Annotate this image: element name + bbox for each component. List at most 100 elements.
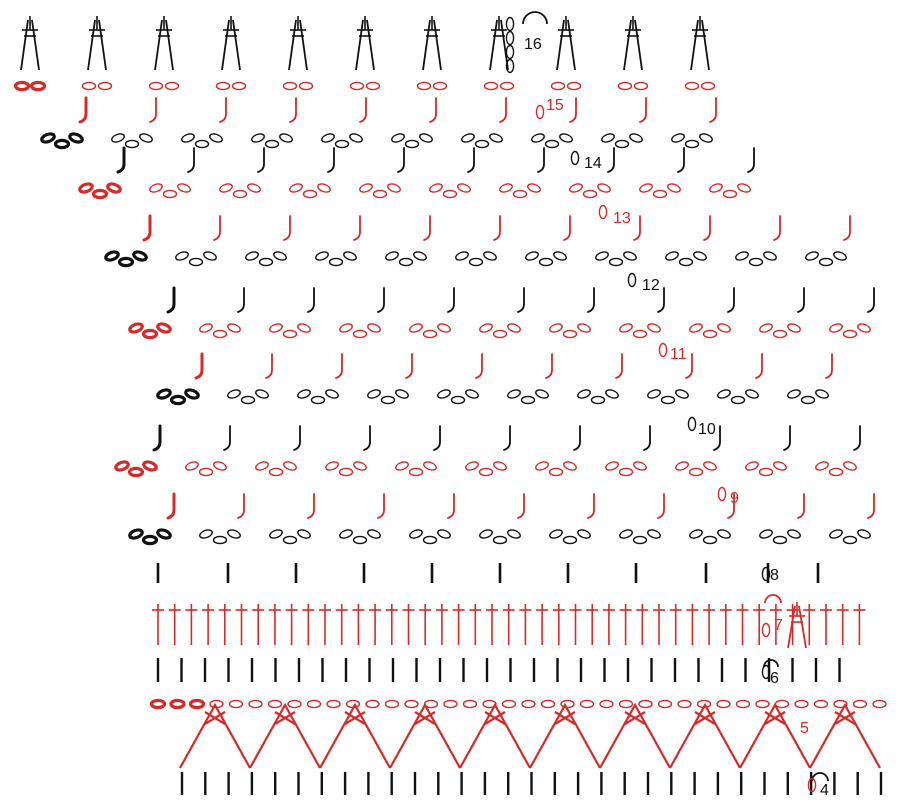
- chain-stitch-icon: [595, 250, 610, 261]
- chain-stitch-icon: [756, 700, 769, 707]
- chain-stitch-icon: [245, 250, 260, 261]
- chain-stitch-icon: [561, 700, 574, 707]
- chain-stitch-icon: [191, 700, 204, 707]
- chain-stitch-icon: [130, 468, 143, 475]
- single-crochet-icon: [424, 216, 430, 240]
- single-crochet-icon: [774, 216, 780, 240]
- single-crochet-icon: [284, 216, 290, 240]
- zigzag-path: [180, 705, 880, 768]
- chain-stitch-icon: [157, 528, 172, 539]
- chain-stitch-icon: [409, 322, 424, 333]
- chain-stitch-icon: [336, 140, 349, 147]
- single-crochet-icon: [144, 216, 150, 240]
- turning-chain-icon: [523, 12, 547, 24]
- chain-stitch-icon: [444, 700, 457, 707]
- chain-stitch-icon: [143, 460, 158, 471]
- chain-stitch-icon: [829, 528, 844, 539]
- chain-stitch-icon: [514, 190, 527, 197]
- chain-stitch-icon: [494, 330, 507, 337]
- chain-stitch-icon: [527, 182, 542, 193]
- single-crochet-icon: [686, 354, 692, 378]
- chain-stitch-icon: [465, 388, 480, 399]
- cluster-stitch-icon: [155, 16, 173, 70]
- row-label-16: 16: [524, 36, 542, 53]
- chain-stitch-icon: [724, 190, 737, 197]
- chain-stitch-icon: [367, 322, 382, 333]
- single-crochet-icon: [634, 216, 640, 240]
- chain-stitch-icon: [79, 182, 94, 193]
- chain-stitch-icon: [214, 536, 227, 543]
- chain-stitch-icon: [455, 250, 470, 261]
- single-crochet-icon: [570, 98, 576, 122]
- chain-stitch-icon: [387, 182, 402, 193]
- chain-stitch-icon: [717, 322, 732, 333]
- chain-stitch-icon: [437, 388, 452, 399]
- chain-stitch-icon: [787, 388, 802, 399]
- chain-stitch-icon: [522, 396, 535, 403]
- single-crochet-icon: [826, 354, 832, 378]
- single-crochet-icon: [80, 98, 86, 122]
- cluster-stitch-icon: [222, 16, 240, 70]
- chain-stitch-icon: [659, 700, 672, 707]
- chain-stitch-icon: [317, 182, 332, 193]
- chain-stitch-icon: [605, 460, 620, 471]
- single-crochet-icon: [518, 494, 524, 518]
- chain-stitch-icon: [234, 190, 247, 197]
- chain-stitch-icon: [382, 396, 395, 403]
- chain-stitch-icon: [425, 700, 438, 707]
- chain-stitch-icon: [437, 528, 452, 539]
- chain-stitch-icon: [297, 322, 312, 333]
- single-crochet-icon: [518, 288, 524, 312]
- chain-stitch-icon: [671, 132, 686, 143]
- chain-stitch-icon: [483, 700, 496, 707]
- chain-stitch-icon: [629, 132, 644, 143]
- row-number-labels: 4 5 6 7 8 9 10 11 12 13 14 15 16: [524, 36, 829, 799]
- row-label-9: 9: [730, 490, 739, 507]
- chain-stitch-icon: [177, 182, 192, 193]
- chain-stitch-icon: [367, 528, 382, 539]
- single-crochet-icon: [224, 426, 230, 450]
- chain-stitch-icon: [802, 396, 815, 403]
- chain-stitch-icon: [175, 250, 190, 261]
- chain-stitch-icon: [693, 250, 708, 261]
- chain-stitch-icon: [480, 468, 493, 475]
- chain-stitch-icon: [717, 388, 732, 399]
- single-crochet-icon: [710, 98, 716, 122]
- chain-stitch-icon: [16, 82, 29, 89]
- single-crochet-icon: [748, 148, 754, 172]
- single-crochet-icon: [434, 426, 440, 450]
- chain-stitch-icon: [546, 140, 559, 147]
- chain-stitch-icon: [483, 250, 498, 261]
- chain-stitch-icon: [815, 388, 830, 399]
- chain-stitch-icon: [833, 250, 848, 261]
- chain-stitch-icon: [434, 82, 447, 89]
- chain-stitch-icon: [857, 528, 872, 539]
- chain-stitch-icon: [367, 388, 382, 399]
- chain-stitch-icon: [592, 396, 605, 403]
- chain-stitch-icon: [564, 330, 577, 337]
- chain-stitch-icon: [605, 388, 620, 399]
- chain-stitch-icon: [633, 460, 648, 471]
- single-crochet-icon: [658, 494, 664, 518]
- chain-stitch-icon: [647, 528, 662, 539]
- chain-stitch-icon: [647, 322, 662, 333]
- chain-stitch-icon: [111, 132, 126, 143]
- chain-stitch-icon: [437, 322, 452, 333]
- chain-stitch-icon: [391, 132, 406, 143]
- single-crochet-icon: [608, 148, 614, 172]
- single-crochet-icon: [784, 426, 790, 450]
- chain-stitch-icon: [616, 140, 629, 147]
- chain-stitch-icon: [359, 182, 374, 193]
- chain-stitch-icon: [704, 330, 717, 337]
- chain-stitch-icon: [577, 388, 592, 399]
- chain-stitch-icon: [763, 250, 778, 261]
- chain-stitch-icon: [857, 322, 872, 333]
- chain-stitch-icon: [610, 258, 623, 265]
- single-crochet-icon: [546, 354, 552, 378]
- chain-stitch-icon: [493, 460, 508, 471]
- single-crochet-icon: [844, 216, 850, 240]
- single-crochet-icon: [168, 288, 174, 312]
- chain-stitch-icon: [115, 460, 130, 471]
- chain-stitch-icon: [686, 82, 699, 89]
- chain-stitch-icon: [634, 330, 647, 337]
